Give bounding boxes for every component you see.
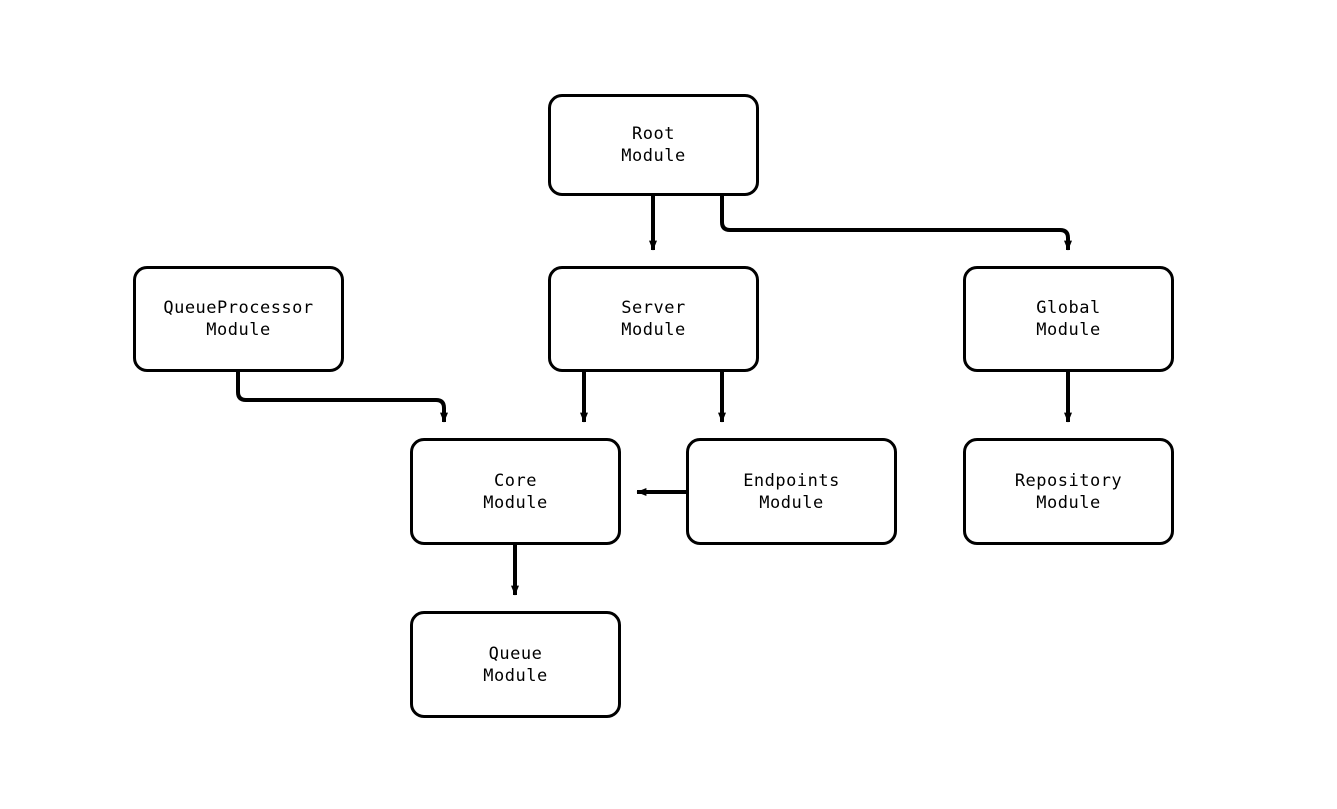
node-queue-module-line1: Queue (488, 643, 543, 664)
node-global-module[interactable]: Global Module (963, 266, 1174, 372)
node-queueprocessor-module-line1: QueueProcessor (163, 298, 314, 318)
node-global-module-line2: Module (1036, 320, 1101, 340)
node-queue-module[interactable]: Queue Module (410, 611, 621, 718)
node-endpoints-module-line2: Module (759, 492, 824, 513)
node-core-module-line2: Module (483, 492, 548, 513)
node-server-module-line2: Module (621, 320, 686, 340)
node-endpoints-module-line1: Endpoints (743, 470, 840, 491)
node-root-module-line2: Module (621, 146, 686, 166)
node-global-module-line1: Global (1036, 298, 1101, 318)
node-queueprocessor-module-line2: Module (206, 320, 271, 340)
node-queue-module-line2: Module (483, 665, 548, 686)
node-repository-module[interactable]: Repository Module (963, 438, 1174, 545)
edge-queueprocessor-to-core (236, 372, 448, 423)
node-core-module[interactable]: Core Module (410, 438, 621, 545)
node-server-module-line1: Server (621, 298, 686, 318)
node-root-module[interactable]: Root Module (548, 94, 759, 196)
node-root-module-line1: Root (632, 124, 675, 144)
node-endpoints-module[interactable]: Endpoints Module (686, 438, 897, 545)
edge-root-to-global (720, 196, 1072, 251)
node-repository-module-line1: Repository (1014, 470, 1123, 491)
node-core-module-line1: Core (494, 470, 537, 491)
node-queueprocessor-module[interactable]: QueueProcessor Module (133, 266, 344, 372)
node-server-module[interactable]: Server Module (548, 266, 759, 372)
node-repository-module-line2: Module (1036, 492, 1101, 513)
